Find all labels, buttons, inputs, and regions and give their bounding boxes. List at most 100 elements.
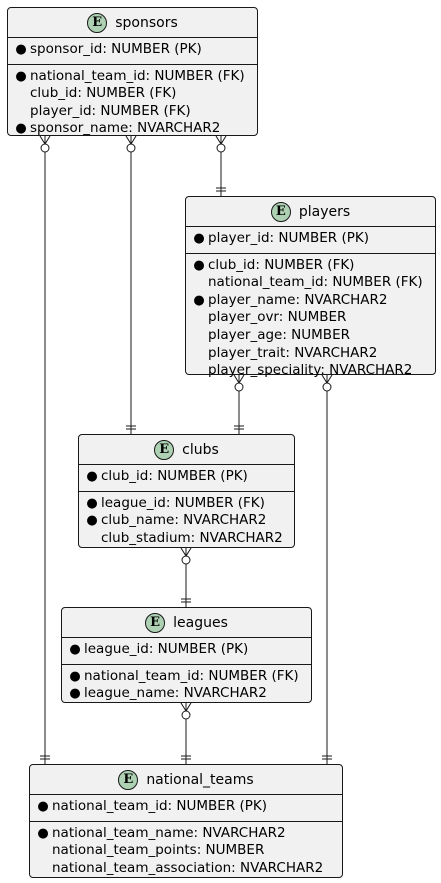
- entity-header: E clubs: [79, 435, 294, 465]
- zero-circle: [126, 143, 136, 153]
- entity-national-teams[interactable]: E national_teams ●national_team_id: NUMB…: [29, 764, 343, 878]
- rel-sponsors-players: [215, 135, 227, 196]
- attribute-text: club_stadium: NVARCHAR2: [101, 529, 283, 546]
- mandatory-marker: ●: [86, 513, 98, 529]
- attribute-text: national_team_association: NVARCHAR2: [52, 859, 324, 876]
- attribute-text: player_name: NVARCHAR2: [208, 291, 388, 308]
- mandatory-marker: ●: [15, 121, 27, 137]
- mandatory-marker: ●: [69, 686, 81, 702]
- attribute-text: club_name: NVARCHAR2: [101, 512, 267, 529]
- crows-foot-left: [180, 547, 187, 557]
- rel-clubs-leagues: [180, 547, 192, 607]
- attribute-text: national_team_id: NUMBER (PK): [52, 798, 268, 814]
- crows-foot-left: [321, 374, 328, 384]
- attribute-text: national_team_id: NUMBER (FK): [30, 67, 245, 84]
- primary-key-section: ●club_id: NUMBER (PK): [79, 465, 294, 492]
- mandatory-marker: ●: [15, 68, 27, 84]
- entity-icon: E: [118, 769, 139, 790]
- entity-leagues[interactable]: E leagues ●league_id: NUMBER (PK) ●natio…: [61, 607, 312, 703]
- attribute-row: ●national_team_id: NUMBER (FK): [12, 68, 253, 86]
- entity-header: E sponsors: [8, 8, 257, 38]
- primary-key-section: ●league_id: NUMBER (PK): [62, 638, 311, 665]
- attribute-text: national_team_points: NUMBER: [52, 842, 265, 859]
- attribute-text: league_id: NUMBER (FK): [101, 494, 265, 511]
- attribute-row: ●national_team_id: NUMBER (FK): [66, 668, 307, 686]
- attribute-row: ●league_id: NUMBER (FK): [83, 495, 290, 513]
- attribute-row: ●player_id: NUMBER (PK): [190, 230, 431, 248]
- attribute-row: ●league_id: NUMBER (PK): [66, 641, 307, 659]
- entity-title: leagues: [173, 614, 228, 631]
- zero-circle: [40, 143, 50, 153]
- crows-foot-right: [185, 702, 192, 712]
- attribute-row: club_id: NUMBER (FK): [12, 85, 253, 103]
- attribute-text: player_age: NUMBER: [208, 326, 350, 343]
- zero-circle: [322, 382, 332, 392]
- attribute-section: ●league_id: NUMBER (FK) ●club_name: NVAR…: [79, 492, 294, 551]
- attribute-text: club_id: NUMBER (FK): [208, 256, 355, 273]
- crows-foot-left: [180, 702, 187, 712]
- crows-foot-left: [39, 135, 46, 145]
- rel-sponsors-national-teams: [39, 135, 51, 764]
- entity-sponsors[interactable]: E sponsors ●sponsor_id: NUMBER (PK) ●nat…: [7, 7, 258, 136]
- crows-foot-left: [215, 135, 222, 145]
- attribute-text: club_id: NUMBER (FK): [30, 85, 177, 102]
- mandatory-marker: ●: [15, 42, 27, 57]
- crows-foot-right: [326, 374, 333, 384]
- entity-clubs[interactable]: E clubs ●club_id: NUMBER (PK) ●league_id…: [78, 434, 295, 548]
- mandatory-marker: ●: [69, 642, 81, 657]
- primary-key-section: ●player_id: NUMBER (PK): [186, 227, 435, 254]
- zero-circle: [234, 382, 244, 392]
- crows-foot-right: [185, 547, 192, 557]
- attribute-row: player_age: NUMBER: [190, 327, 431, 345]
- entity-icon: E: [145, 612, 166, 633]
- attribute-row: national_team_points: NUMBER: [34, 842, 338, 860]
- attribute-row: ●club_name: NVARCHAR2: [83, 512, 290, 530]
- attribute-text: player_id: NUMBER (FK): [30, 102, 191, 119]
- attribute-text: player_speciality: NVARCHAR2: [208, 362, 413, 379]
- zero-circle: [181, 710, 191, 720]
- entity-icon: E: [87, 12, 108, 33]
- attribute-row: ●player_name: NVARCHAR2: [190, 292, 431, 310]
- entity-title: national_teams: [146, 771, 254, 788]
- crows-foot-left: [233, 374, 240, 384]
- attribute-row: ●club_id: NUMBER (PK): [83, 468, 290, 486]
- attribute-row: player_speciality: NVARCHAR2: [190, 362, 431, 380]
- attribute-section: ●club_id: NUMBER (FK) national_team_id: …: [186, 254, 435, 383]
- zero-circle: [216, 143, 226, 153]
- attribute-text: player_id: NUMBER (PK): [208, 230, 369, 246]
- entity-header: E national_teams: [30, 765, 342, 795]
- entity-players[interactable]: E players ●player_id: NUMBER (PK) ●club_…: [185, 196, 436, 378]
- rel-players-clubs: [233, 374, 245, 434]
- rel-players-national-teams: [321, 374, 333, 764]
- attribute-row: ●national_team_name: NVARCHAR2: [34, 825, 338, 843]
- crows-foot-left: [125, 135, 132, 145]
- attribute-text: national_team_id: NUMBER (FK): [208, 274, 423, 291]
- attribute-text: club_id: NUMBER (PK): [101, 468, 248, 484]
- entity-title: players: [298, 203, 351, 220]
- attribute-section: ●national_team_id: NUMBER (FK) ●league_n…: [62, 665, 311, 706]
- rel-leagues-national-teams: [180, 702, 192, 764]
- entity-title: clubs: [182, 441, 219, 458]
- attribute-text: player_ovr: NUMBER: [208, 309, 347, 326]
- zero-circle: [181, 555, 191, 565]
- entity-header: E players: [186, 197, 435, 227]
- mandatory-marker: ●: [37, 799, 49, 814]
- entity-header: E leagues: [62, 608, 311, 638]
- entity-icon: E: [154, 439, 175, 460]
- attribute-row: club_stadium: NVARCHAR2: [83, 530, 290, 548]
- mandatory-marker: ●: [86, 469, 98, 484]
- rel-sponsors-clubs: [125, 135, 137, 434]
- mandatory-marker: ●: [193, 231, 205, 246]
- attribute-row: ●national_team_id: NUMBER (PK): [34, 798, 338, 816]
- attribute-text: player_trait: NVARCHAR2: [208, 344, 378, 361]
- attribute-row: ●club_id: NUMBER (FK): [190, 257, 431, 275]
- attribute-section: ●national_team_name: NVARCHAR2 national_…: [30, 822, 342, 881]
- attribute-row: national_team_id: NUMBER (FK): [190, 274, 431, 292]
- mandatory-marker: ●: [86, 495, 98, 511]
- primary-key-section: ●sponsor_id: NUMBER (PK): [8, 38, 257, 65]
- primary-key-section: ●national_team_id: NUMBER (PK): [30, 795, 342, 822]
- crows-foot-right: [238, 374, 245, 384]
- mandatory-marker: ●: [69, 668, 81, 684]
- mandatory-marker: ●: [37, 825, 49, 841]
